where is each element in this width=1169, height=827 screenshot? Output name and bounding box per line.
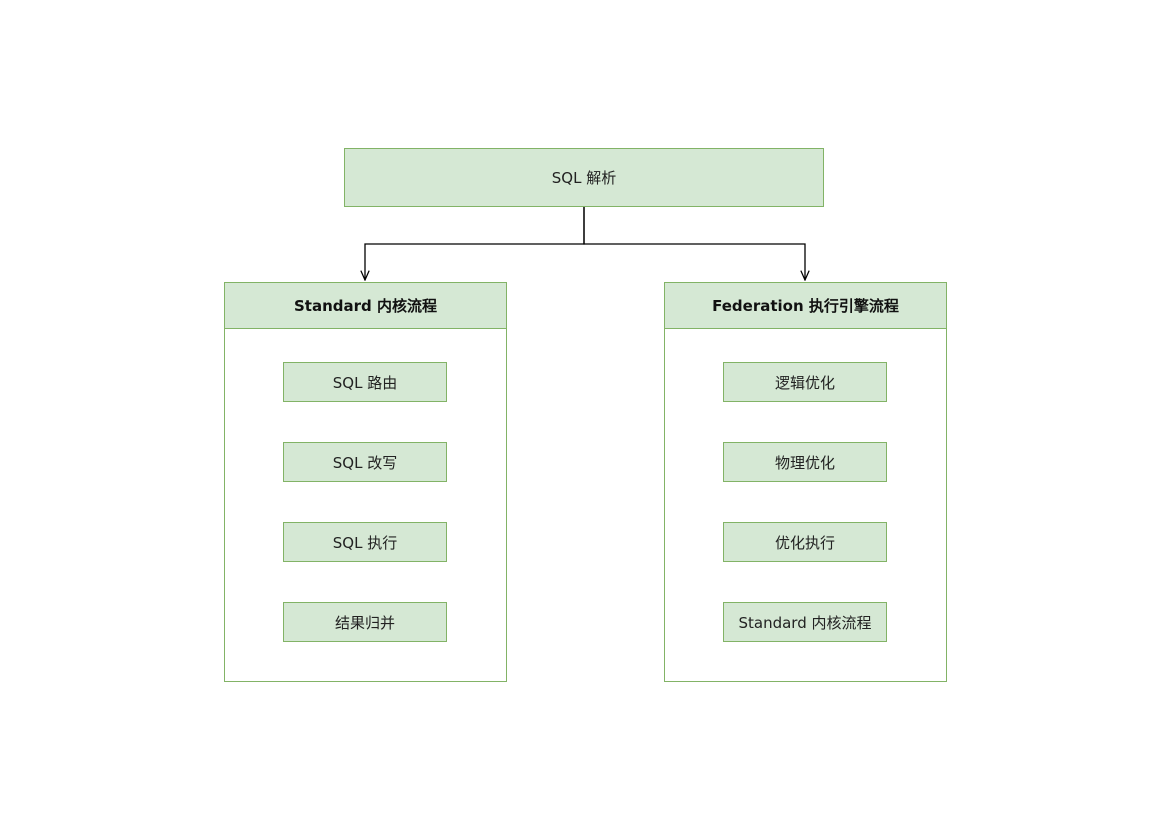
federation-group-title: Federation 执行引擎流程 [712,297,899,315]
federation-step-optimized-execute[interactable]: 优化执行 [723,522,887,562]
step-label: SQL 路由 [332,373,398,392]
federation-group: Federation 执行引擎流程 [664,282,947,682]
sql-parse-label: SQL 解析 [551,169,617,187]
standard-group-header[interactable]: Standard 内核流程 [225,283,506,329]
federation-step-physical-optimize[interactable]: 物理优化 [723,442,887,482]
standard-step-result-merge[interactable]: 结果归并 [283,602,447,642]
federation-group-header[interactable]: Federation 执行引擎流程 [665,283,946,329]
standard-group-title: Standard 内核流程 [294,297,437,315]
step-label: Standard 内核流程 [738,613,872,632]
federation-step-logical-optimize[interactable]: 逻辑优化 [723,362,887,402]
step-label: 结果归并 [334,613,395,632]
standard-step-sql-execute[interactable]: SQL 执行 [283,522,447,562]
federation-step-standard-kernel[interactable]: Standard 内核流程 [723,602,887,642]
sql-parse-node[interactable]: SQL 解析 [344,148,824,207]
edge-root-to-standard [365,207,585,280]
step-label: SQL 改写 [332,453,398,472]
standard-step-sql-routing[interactable]: SQL 路由 [283,362,447,402]
step-label: SQL 执行 [332,533,398,552]
standard-step-sql-rewrite[interactable]: SQL 改写 [283,442,447,482]
edge-root-to-federation [583,207,805,280]
step-label: 逻辑优化 [774,373,835,392]
step-label: 优化执行 [774,533,835,552]
step-label: 物理优化 [774,453,835,472]
